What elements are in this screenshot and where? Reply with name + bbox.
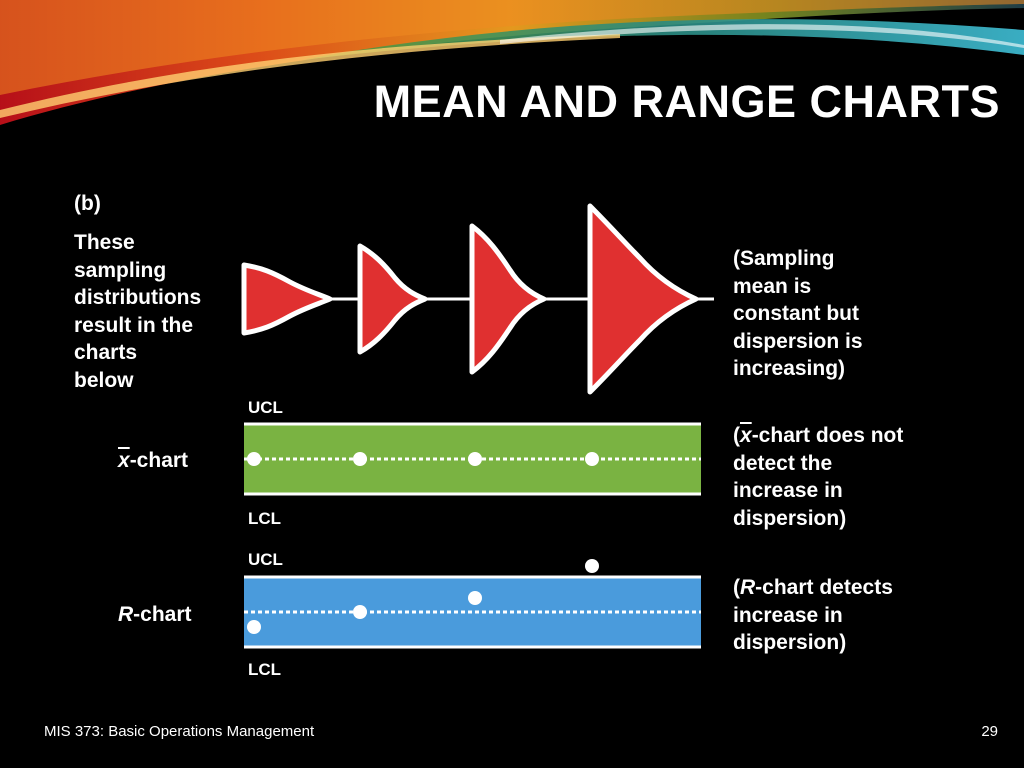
r-lcl-label: LCL bbox=[248, 660, 282, 679]
r-ucl-label: UCL bbox=[248, 550, 283, 569]
chart-suffix: -chart bbox=[129, 449, 189, 472]
xbar-symbol: x bbox=[118, 449, 130, 472]
r-symbol: R bbox=[118, 603, 134, 626]
distribution-4 bbox=[587, 203, 699, 395]
distribution-1 bbox=[241, 262, 333, 336]
left-description: These sampling distributions result in t… bbox=[74, 229, 234, 394]
left-description-line: result in the bbox=[74, 313, 194, 337]
r-chart bbox=[244, 559, 701, 649]
xbar-sample-point-3 bbox=[468, 452, 482, 466]
xbar-sample-point-1 bbox=[247, 452, 261, 466]
right-note-r: (R-chart detects increase in dispersion) bbox=[733, 574, 993, 657]
left-description-line: distributions bbox=[74, 286, 202, 309]
distribution-2 bbox=[357, 243, 428, 355]
sampling-distributions bbox=[241, 203, 714, 395]
right-note-line: dispersion) bbox=[733, 631, 847, 654]
left-description-line: below bbox=[74, 368, 134, 392]
r-symbol: R bbox=[740, 576, 756, 599]
xbar-lcl-label: LCL bbox=[248, 509, 282, 528]
paren: ( bbox=[733, 576, 740, 599]
slide-title: MEAN AND RANGE CHARTS bbox=[373, 76, 1000, 127]
footer-course: MIS 373: Basic Operations Management bbox=[44, 723, 315, 740]
r-note-rest: -chart detects bbox=[755, 576, 893, 599]
r-sample-point-1 bbox=[247, 620, 261, 634]
panel-label: (b) bbox=[74, 192, 101, 215]
r-chart-label: R-chart bbox=[118, 603, 192, 627]
xbar-note-rest: -chart does not bbox=[751, 424, 904, 447]
xbar-chart-label: x-chart bbox=[118, 449, 188, 473]
right-note-line: increase in bbox=[733, 603, 843, 627]
paren: ( bbox=[733, 424, 740, 447]
right-note-line: (Sampling bbox=[733, 247, 835, 270]
right-note-line: constant but bbox=[733, 302, 859, 325]
right-note-line: (x-chart does not bbox=[733, 422, 993, 450]
right-note-xbar: (x-chart does not detect the increase in… bbox=[733, 422, 993, 532]
decorative-swoosh-graphic bbox=[0, 0, 1024, 125]
right-note-line: detect the bbox=[733, 451, 833, 475]
xbar-sample-point-2 bbox=[353, 452, 367, 466]
xbar-ucl-label: UCL bbox=[248, 398, 283, 417]
xbar-symbol: x bbox=[740, 424, 752, 447]
chart-suffix: -chart bbox=[133, 603, 192, 626]
right-note-line: increasing) bbox=[733, 357, 846, 380]
left-description-line: sampling bbox=[74, 258, 167, 282]
right-note-line: (R-chart detects bbox=[733, 574, 993, 602]
left-description-line: charts bbox=[74, 341, 138, 364]
distribution-3 bbox=[469, 223, 547, 375]
r-sample-point-3 bbox=[468, 591, 482, 605]
right-note-sampling: (Sampling mean is constant but dispersio… bbox=[733, 245, 903, 383]
right-note-line: mean is bbox=[733, 274, 812, 298]
left-description-line: These bbox=[74, 231, 135, 254]
xbar-sample-point-4 bbox=[585, 452, 599, 466]
right-note-line: dispersion) bbox=[733, 506, 847, 530]
right-note-line: dispersion is bbox=[733, 329, 863, 353]
r-sample-point-4 bbox=[585, 559, 599, 573]
right-note-line: increase in bbox=[733, 479, 843, 502]
r-sample-point-2 bbox=[353, 605, 367, 619]
slide-number: 29 bbox=[981, 723, 998, 740]
xbar-chart bbox=[244, 422, 701, 496]
